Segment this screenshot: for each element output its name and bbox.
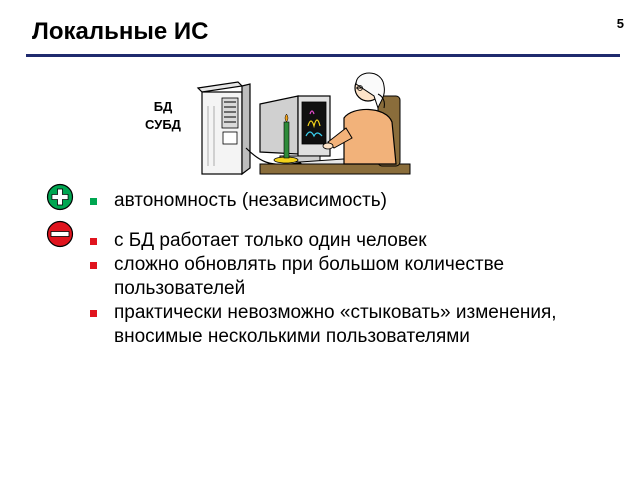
db-label: БД	[153, 99, 173, 114]
disadvantage-text: практически невозможно «стыковать» измен…	[114, 302, 557, 347]
advantages-list: автономность (независимость)	[90, 189, 620, 213]
db-dbms-label: БД СУБД	[134, 98, 192, 134]
monitor-icon	[259, 95, 331, 163]
red-bullet-icon	[90, 238, 97, 245]
page-title: Локальные ИС	[32, 18, 209, 45]
title-divider	[26, 54, 620, 57]
list-item: с БД работает только один человек	[90, 229, 620, 253]
red-bullet-icon	[90, 310, 97, 317]
disadvantages-list: с БД работает только один человек сложно…	[90, 229, 620, 349]
minus-circle-icon	[46, 220, 74, 248]
slide-number: 5	[616, 16, 624, 31]
candle-icon	[273, 113, 299, 164]
disadvantage-text: сложно обновлять при большом количестве …	[114, 254, 505, 299]
person-icon	[322, 72, 401, 167]
advantage-text: автономность (независимость)	[114, 190, 387, 211]
list-item: сложно обновлять при большом количестве …	[90, 253, 620, 301]
plus-circle-icon	[46, 183, 74, 211]
list-item: автономность (независимость)	[90, 189, 620, 213]
green-bullet-icon	[90, 198, 97, 205]
red-bullet-icon	[90, 262, 97, 269]
disadvantage-text: с БД работает только один человек	[114, 230, 427, 251]
local-workstation-illustration	[196, 72, 411, 176]
server-tower-icon	[196, 81, 251, 176]
dbms-label: СУБД	[145, 117, 181, 132]
list-item: практически невозможно «стыковать» измен…	[90, 301, 620, 349]
